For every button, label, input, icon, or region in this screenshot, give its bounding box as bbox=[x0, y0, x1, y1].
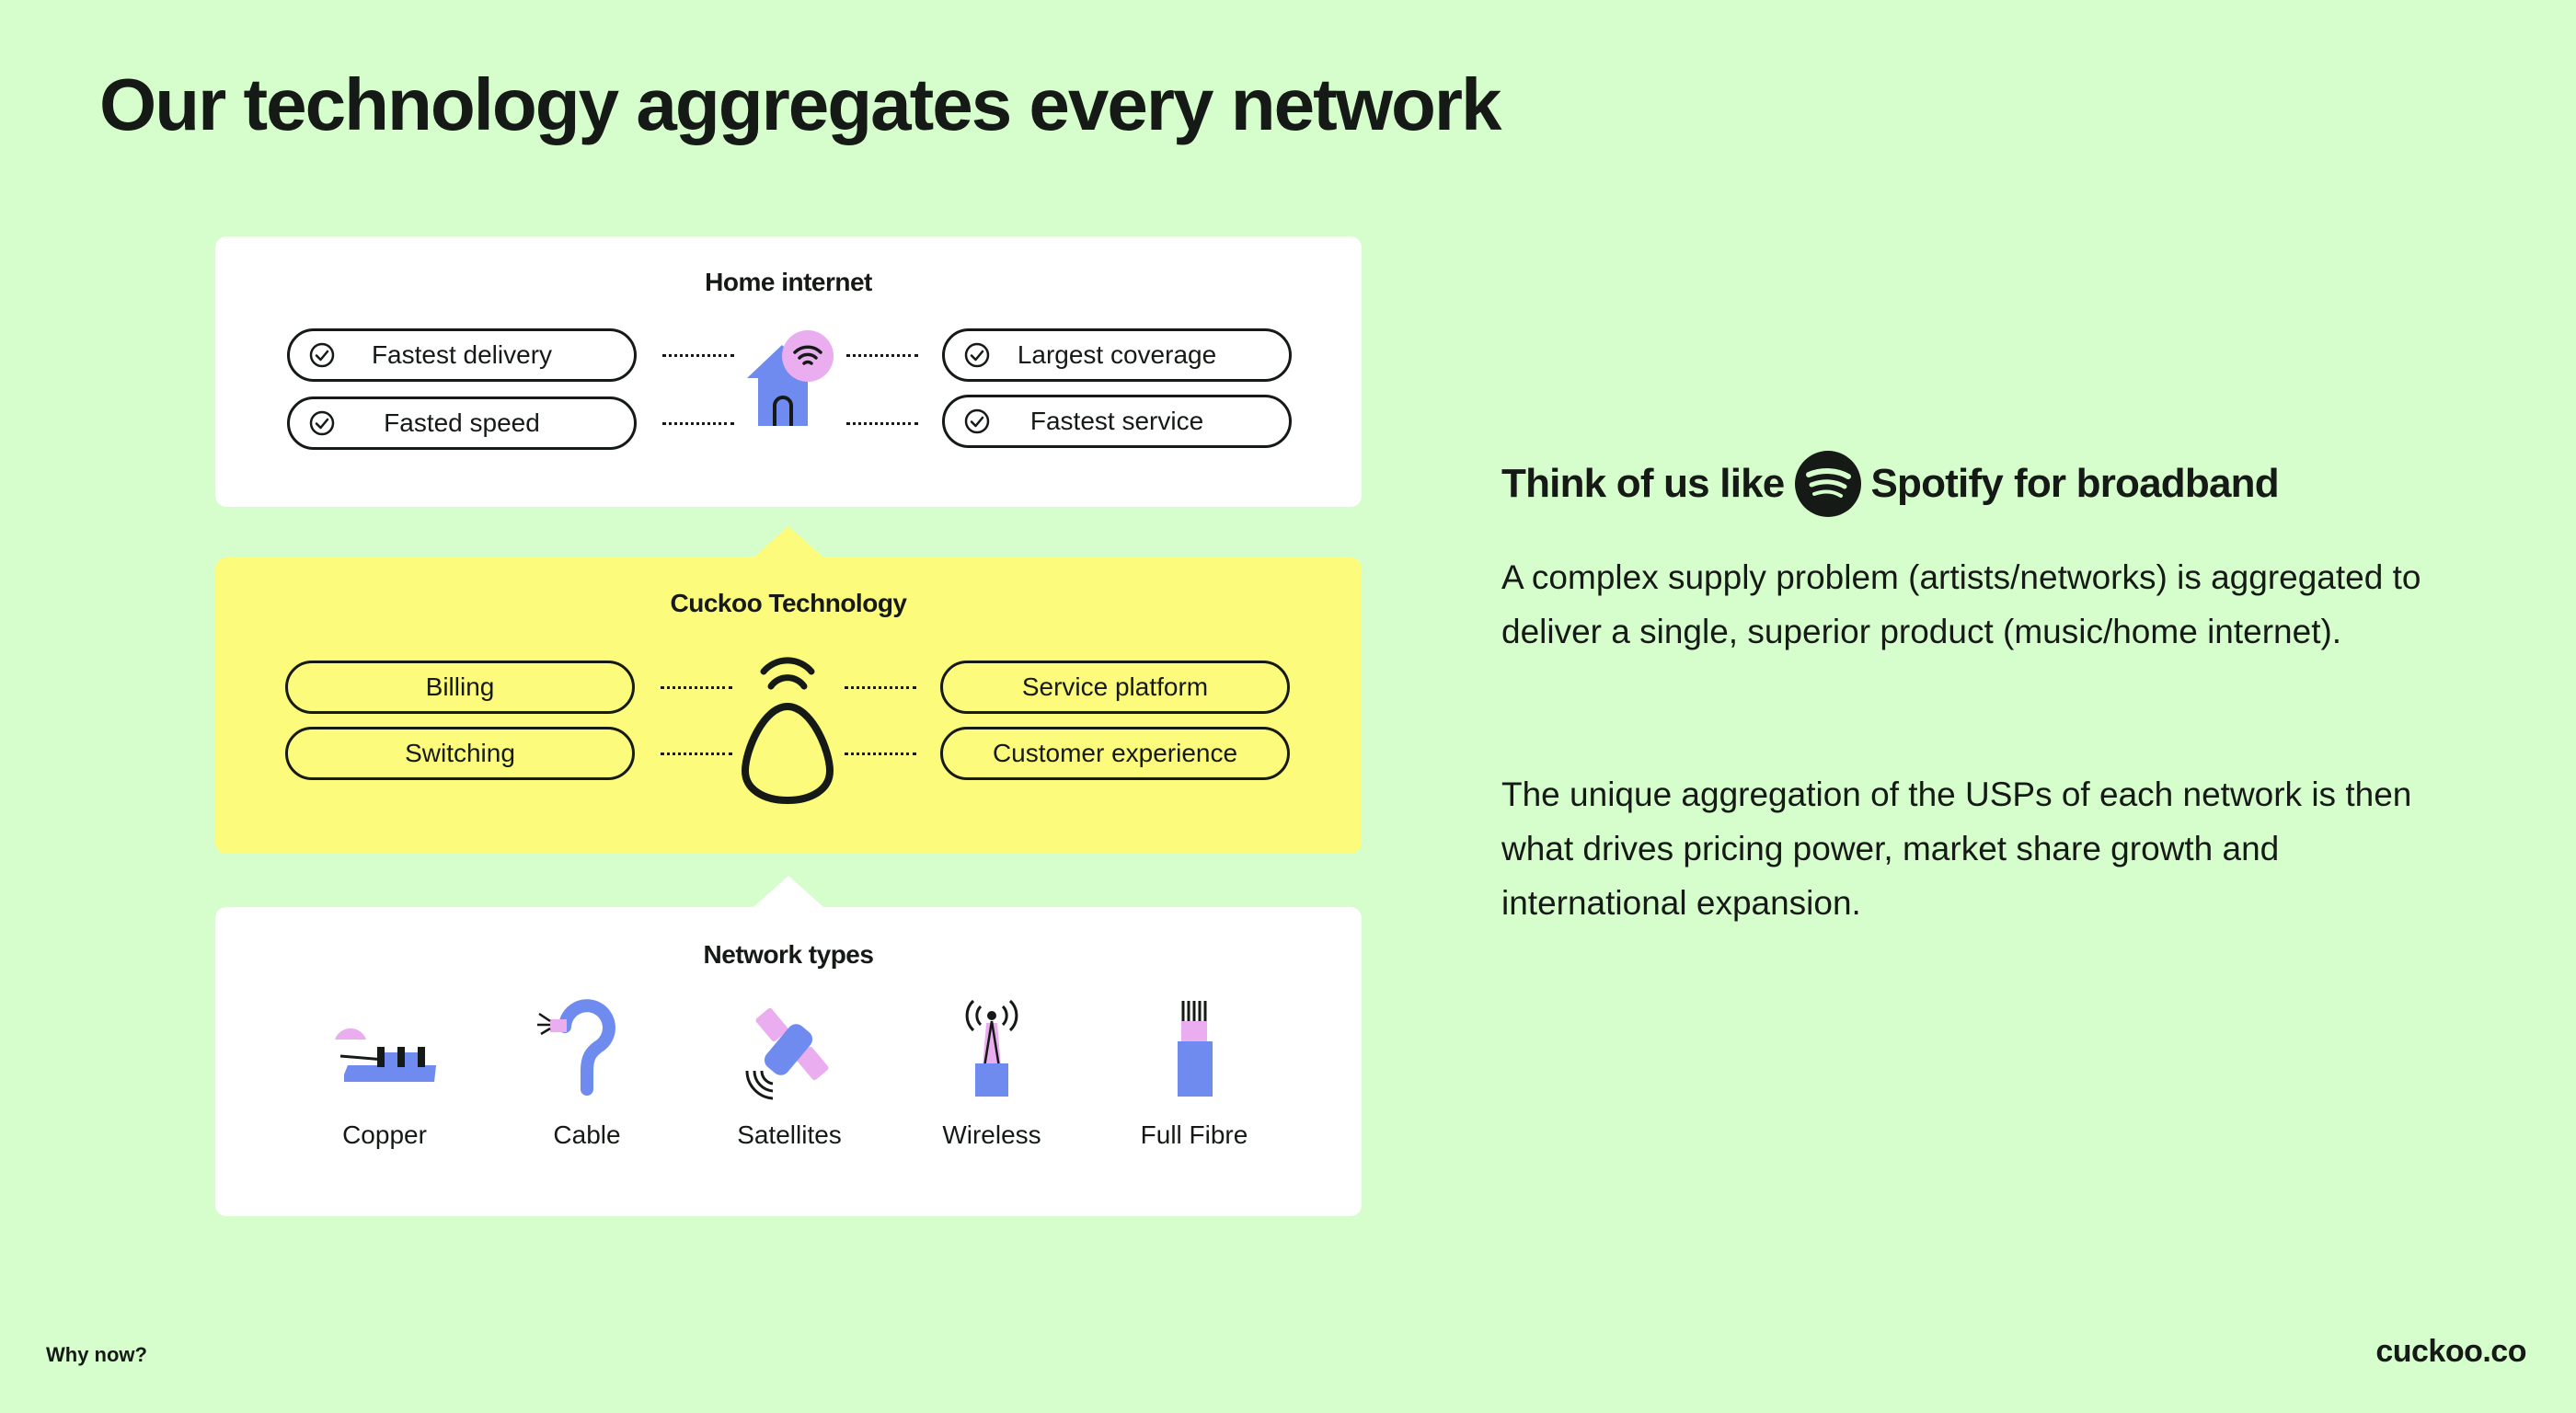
pill-label: Switching bbox=[405, 739, 515, 767]
satellite-icon bbox=[745, 1007, 829, 1100]
network-label: Cable bbox=[553, 1120, 621, 1149]
copper-icon bbox=[335, 1028, 436, 1082]
connector-dots bbox=[845, 752, 916, 755]
feature-pill-largest-coverage: Largest coverage bbox=[942, 328, 1292, 382]
tagline-brand: Spotify bbox=[1870, 461, 2003, 506]
spotify-logo-icon bbox=[1795, 451, 1862, 517]
network-label: Full Fibre bbox=[1140, 1120, 1248, 1149]
cuckoo-technology-heading: Cuckoo Technology bbox=[670, 589, 908, 617]
tech-pill-billing: Billing bbox=[285, 661, 635, 714]
check-circle-icon bbox=[964, 408, 990, 434]
fibre-icon bbox=[1178, 1001, 1213, 1097]
pill-label: Customer experience bbox=[992, 739, 1238, 767]
connector-dots bbox=[846, 354, 918, 357]
pill-label: Fastest delivery bbox=[371, 340, 553, 369]
network-item-wireless: Wireless bbox=[900, 999, 1084, 1150]
network-label: Copper bbox=[342, 1120, 427, 1149]
feature-pill-fasted-speed: Fasted speed bbox=[287, 396, 637, 450]
tagline-prefix: Think of us like bbox=[1501, 461, 1785, 506]
section-label: Why now? bbox=[46, 1343, 147, 1366]
network-item-full-fibre: Full Fibre bbox=[1102, 999, 1286, 1150]
tech-pill-customer-experience: Customer experience bbox=[940, 727, 1290, 780]
panel-pointer bbox=[753, 526, 823, 557]
network-types-panel: Network types Copper Cable S bbox=[215, 876, 1362, 1216]
pill-label: Fastest service bbox=[1029, 407, 1204, 435]
pill-label: Billing bbox=[425, 672, 495, 701]
house-wifi-icon bbox=[747, 330, 834, 426]
tech-pill-switching: Switching bbox=[285, 727, 635, 780]
connector-dots bbox=[662, 422, 734, 425]
page-title: Our technology aggregates every network bbox=[99, 63, 1501, 145]
site-link[interactable]: cuckoo.co bbox=[2375, 1334, 2526, 1369]
description-paragraph-1: A complex supply problem (artists/networ… bbox=[1501, 558, 2421, 650]
check-circle-icon bbox=[309, 410, 335, 436]
connector-dots bbox=[846, 422, 918, 425]
home-internet-heading: Home internet bbox=[705, 268, 872, 296]
network-types-heading: Network types bbox=[703, 940, 874, 969]
connector-dots bbox=[661, 752, 732, 755]
network-label: Wireless bbox=[942, 1120, 1041, 1149]
cuckoo-technology-panel: Cuckoo Technology Billing Switching Serv… bbox=[215, 526, 1362, 854]
network-item-copper: Copper bbox=[293, 999, 477, 1150]
description-paragraph-2: The unique aggregation of the USPs of ea… bbox=[1501, 775, 2412, 922]
cable-icon bbox=[537, 999, 615, 1096]
pill-label: Fasted speed bbox=[384, 408, 540, 437]
connector-dots bbox=[661, 686, 732, 689]
wireless-icon bbox=[965, 999, 1018, 1097]
connector-dots bbox=[662, 354, 734, 357]
network-item-cable: Cable bbox=[495, 999, 679, 1150]
tagline-suffix: for broadband bbox=[2013, 461, 2280, 506]
pill-label: Largest coverage bbox=[1017, 340, 1217, 369]
feature-pill-fastest-delivery: Fastest delivery bbox=[287, 328, 637, 382]
home-internet-panel: Home internet Fastest delivery Fasted sp… bbox=[215, 236, 1362, 507]
cuckoo-egg-icon bbox=[741, 657, 834, 805]
tech-pill-service-platform: Service platform bbox=[940, 661, 1290, 714]
check-circle-icon bbox=[309, 342, 335, 368]
network-item-satellites: Satellites bbox=[697, 999, 881, 1150]
feature-pill-fastest-service: Fastest service bbox=[942, 395, 1292, 448]
pill-label: Service platform bbox=[1021, 672, 1209, 701]
connector-dots bbox=[845, 686, 916, 689]
tagline: Think of us like Spotify for broadband bbox=[1501, 451, 2280, 517]
check-circle-icon bbox=[964, 342, 990, 368]
network-label: Satellites bbox=[737, 1120, 842, 1149]
panel-pointer bbox=[753, 876, 823, 907]
